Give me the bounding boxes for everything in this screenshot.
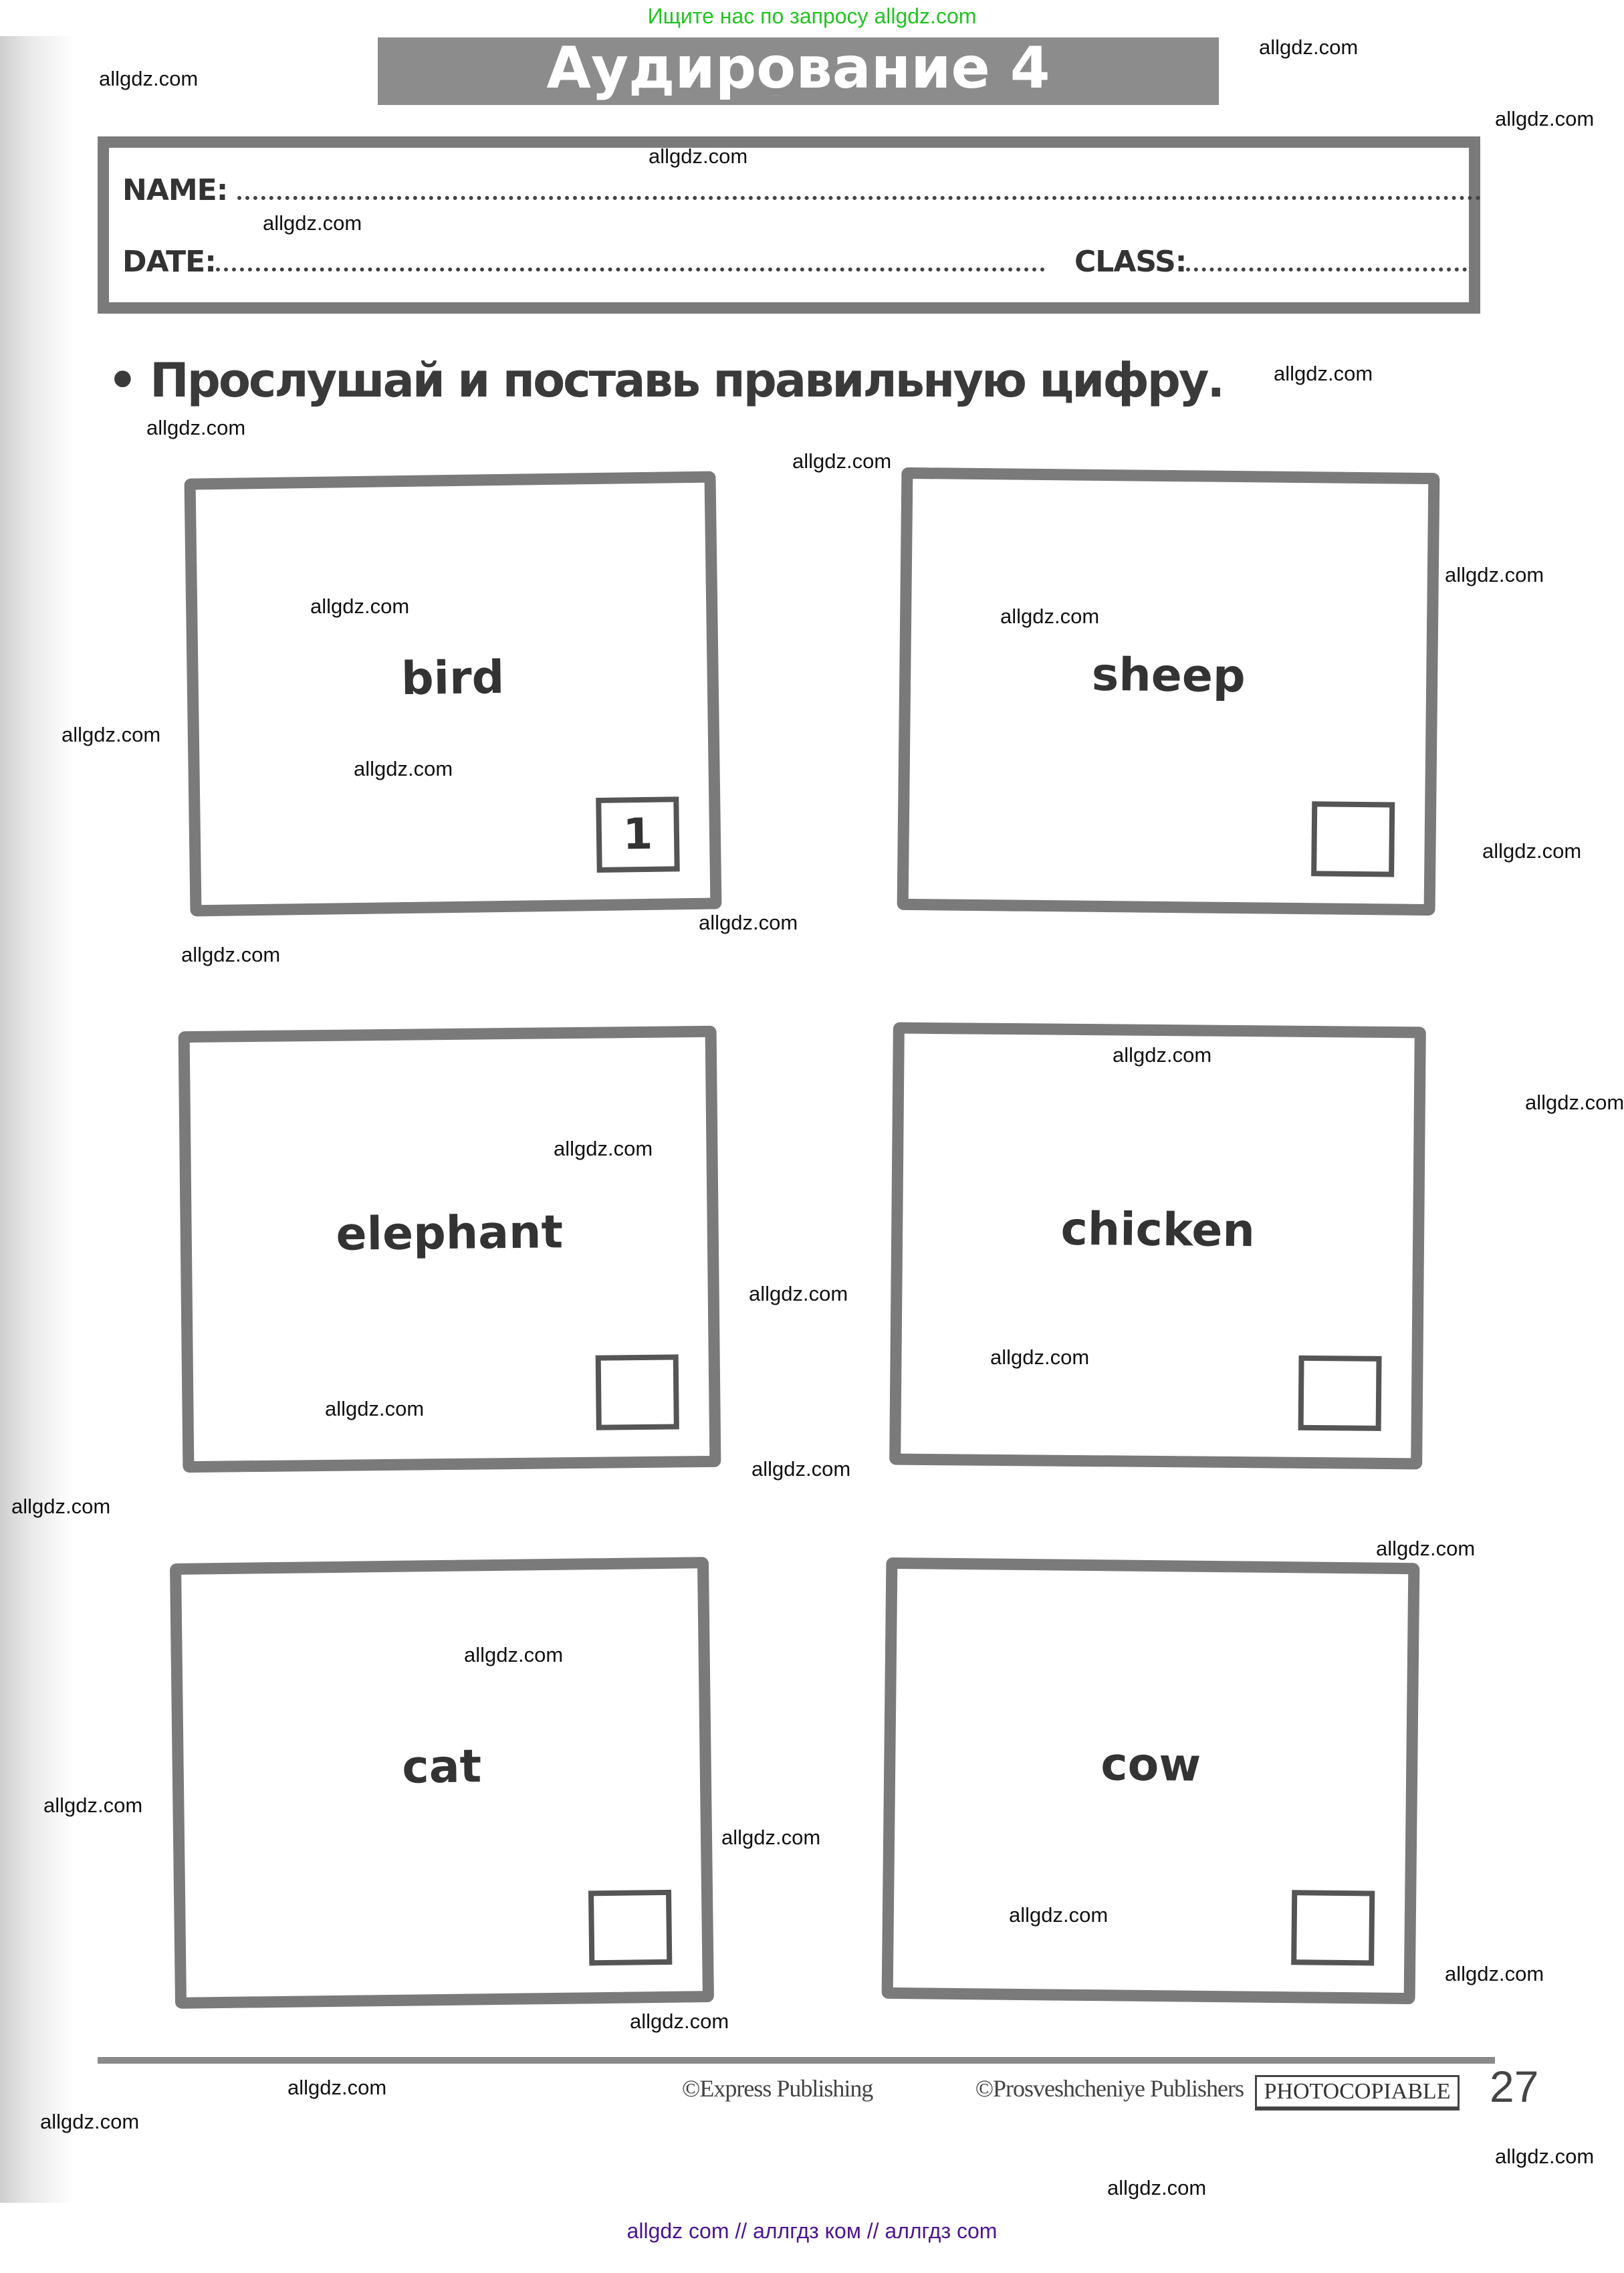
card-cow: cow [881, 1557, 1420, 2005]
card-word: elephant [336, 1206, 564, 1262]
date-line [215, 267, 1045, 272]
watermark: allgdz.com [751, 1457, 851, 1481]
watermark: allgdz.com [287, 2076, 387, 2099]
watermark: allgdz.com [1445, 1962, 1544, 1985]
watermark: allgdz.com [11, 1495, 111, 1518]
page-edge-shadow [0, 36, 74, 2203]
watermark: allgdz.com [699, 911, 798, 934]
date-label: DATE: [122, 245, 217, 279]
watermark: allgdz.com [1113, 1043, 1212, 1067]
class-label: CLASS: [1074, 245, 1187, 279]
watermark: allgdz.com [40, 2110, 140, 2133]
watermark: allgdz.com [630, 2010, 729, 2033]
answer-box[interactable] [1311, 801, 1395, 877]
watermark: allgdz.com [1482, 839, 1582, 863]
watermark: allgdz.com [263, 211, 362, 235]
watermark: allgdz.com [554, 1137, 653, 1160]
watermark: allgdz.com [990, 1345, 1090, 1369]
card-elephant: elephant [178, 1025, 721, 1473]
card-word: sheep [1091, 648, 1246, 703]
watermark: allgdz.com [464, 1643, 564, 1666]
page-number: 27 [1490, 2062, 1539, 2111]
answer-box[interactable] [595, 1354, 679, 1430]
student-info-box: NAME: DATE: CLASS: [98, 136, 1481, 314]
answer-box[interactable]: 1 [596, 796, 680, 873]
watermark: allgdz.com [649, 144, 748, 168]
card-word: cat [401, 1740, 482, 1794]
watermark: allgdz.com [1000, 605, 1100, 628]
instruction-text: Прослушай и поставь правильную цифру. [150, 353, 1225, 408]
watermark: allgdz.com [1259, 35, 1359, 59]
card-cat: cat [169, 1557, 715, 2009]
watermark: allgdz.com [1525, 1091, 1624, 1114]
class-field[interactable]: CLASS: [1074, 245, 1468, 279]
watermark: allgdz.com [310, 594, 410, 618]
card-chicken: chicken [889, 1022, 1426, 1470]
watermark: allgdz.com [721, 1826, 821, 1849]
watermark: allgdz.com [749, 1282, 848, 1305]
watermark: allgdz.com [1495, 2145, 1595, 2168]
top-search-note: Ищите нас по запросу allgdz.com [647, 4, 977, 28]
watermark: allgdz.com [43, 1794, 143, 1817]
watermark: allgdz.com [1274, 362, 1373, 385]
watermark: allgdz.com [1107, 2176, 1207, 2199]
answer-box[interactable] [1291, 1890, 1375, 1966]
footer-publishers: ©Express Publishing ©Prosveshcheniye Pub… [682, 2074, 1244, 2102]
watermark: allgdz.com [181, 943, 281, 966]
card-word: chicken [1060, 1202, 1256, 1258]
watermark: allgdz.com [325, 1397, 425, 1420]
answer-box[interactable] [1298, 1355, 1382, 1431]
page-title: Аудирование 4 [378, 37, 1219, 105]
watermark: allgdz.com [354, 757, 453, 780]
card-sheep: sheep [897, 467, 1440, 916]
watermark: allgdz.com [1009, 1903, 1109, 1927]
watermark: allgdz.com [62, 723, 161, 746]
name-label: NAME: [122, 173, 228, 207]
card-word: bird [400, 651, 505, 706]
card-bird: bird 1 [184, 471, 722, 917]
card-word: cow [1100, 1738, 1201, 1793]
instruction: • Прослушай и поставь правильную цифру. [108, 353, 1225, 408]
watermark: allgdz.com [99, 67, 199, 90]
watermark: allgdz.com [792, 449, 892, 473]
publisher-express: ©Express Publishing [682, 2075, 873, 2102]
publisher-prosveshcheniye: ©Prosveshcheniye Publishers [975, 2075, 1244, 2102]
photocopiable-badge: PHOTOCOPIABLE [1255, 2075, 1460, 2110]
name-field[interactable]: NAME: [122, 173, 1481, 207]
bottom-note: allgdz com // аллгдз ком // аллгдз com [626, 2219, 998, 2243]
date-field[interactable]: DATE: [122, 245, 1045, 279]
watermark: allgdz.com [1376, 1537, 1476, 1560]
name-line [237, 196, 1481, 200]
watermark: allgdz.com [1445, 563, 1544, 586]
watermark: allgdz.com [1495, 107, 1595, 130]
watermark: allgdz.com [146, 416, 246, 439]
class-line [1186, 267, 1468, 272]
footer-divider [98, 2057, 1495, 2064]
answer-box[interactable] [588, 1889, 673, 1966]
